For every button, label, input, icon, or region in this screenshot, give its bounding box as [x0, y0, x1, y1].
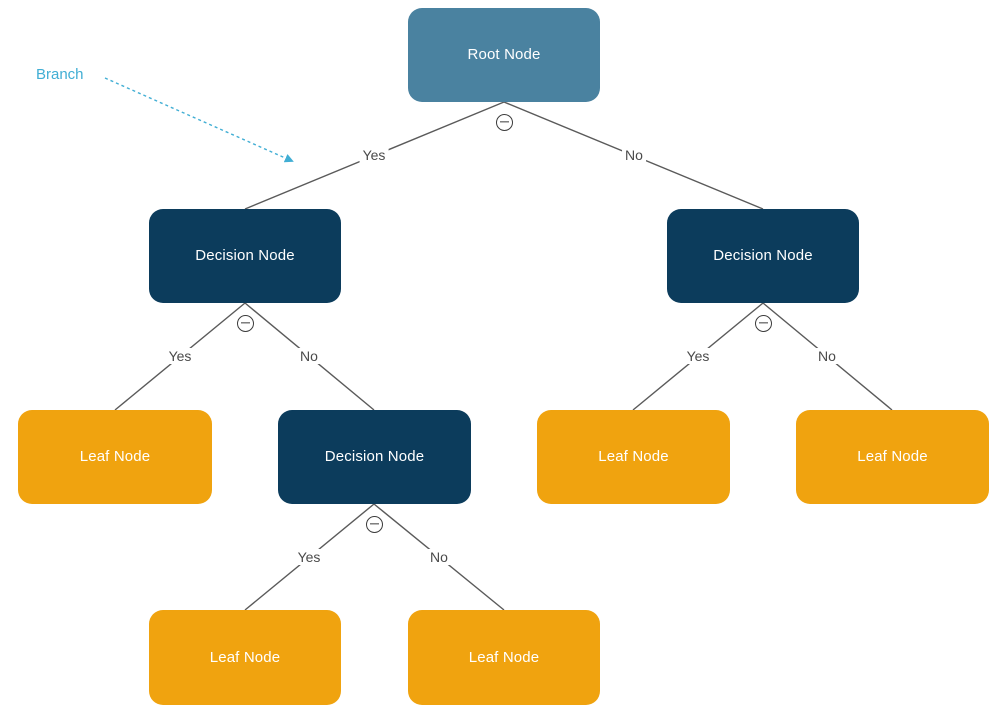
node-label: Root Node — [467, 46, 541, 63]
branch-callout-arrow — [104, 77, 294, 163]
collapse-minus-icon-collapse-dec-r[interactable] — [754, 314, 772, 332]
collapse-minus-icon-collapse-root[interactable] — [495, 113, 513, 131]
node-leaf-2[interactable]: Leaf Node — [537, 410, 730, 504]
node-dec-r[interactable]: Decision Node — [667, 209, 859, 303]
edge-label-e-root-no: No — [622, 147, 646, 163]
edge-label-e-decr-no: No — [815, 348, 839, 364]
node-label: Decision Node — [195, 247, 295, 264]
edge-label-e-decl-yes: Yes — [165, 348, 195, 364]
node-dec-m[interactable]: Decision Node — [278, 410, 471, 504]
node-leaf-3[interactable]: Leaf Node — [796, 410, 989, 504]
edge-label-e-decl-no: No — [297, 348, 321, 364]
node-label: Leaf Node — [857, 448, 928, 465]
edge-label-e-decr-yes: Yes — [683, 348, 713, 364]
node-label: Decision Node — [324, 448, 425, 465]
annotation-arrows — [104, 77, 294, 163]
node-dec-l[interactable]: Decision Node — [149, 209, 341, 303]
node-label: Leaf Node — [209, 648, 281, 666]
node-label: Leaf Node — [468, 648, 540, 666]
node-label: Leaf Node — [79, 448, 151, 465]
edge-label-e-decm-no: No — [427, 549, 451, 565]
node-leaf-4[interactable]: Leaf Node — [149, 610, 341, 705]
node-root[interactable]: Root Node — [408, 8, 600, 102]
node-label: Decision Node — [713, 247, 813, 264]
branch-callout-label: Branch — [36, 66, 84, 83]
node-leaf-5[interactable]: Leaf Node — [408, 610, 600, 705]
edge-label-e-root-yes: Yes — [359, 147, 389, 163]
edge-label-e-decm-yes: Yes — [294, 549, 324, 565]
collapse-minus-icon-collapse-dec-m[interactable] — [365, 515, 383, 533]
tree-edges — [114, 101, 893, 611]
node-leaf-1[interactable]: Leaf Node — [18, 410, 212, 504]
node-label: Leaf Node — [598, 448, 669, 465]
collapse-minus-icon-collapse-dec-l[interactable] — [236, 314, 254, 332]
